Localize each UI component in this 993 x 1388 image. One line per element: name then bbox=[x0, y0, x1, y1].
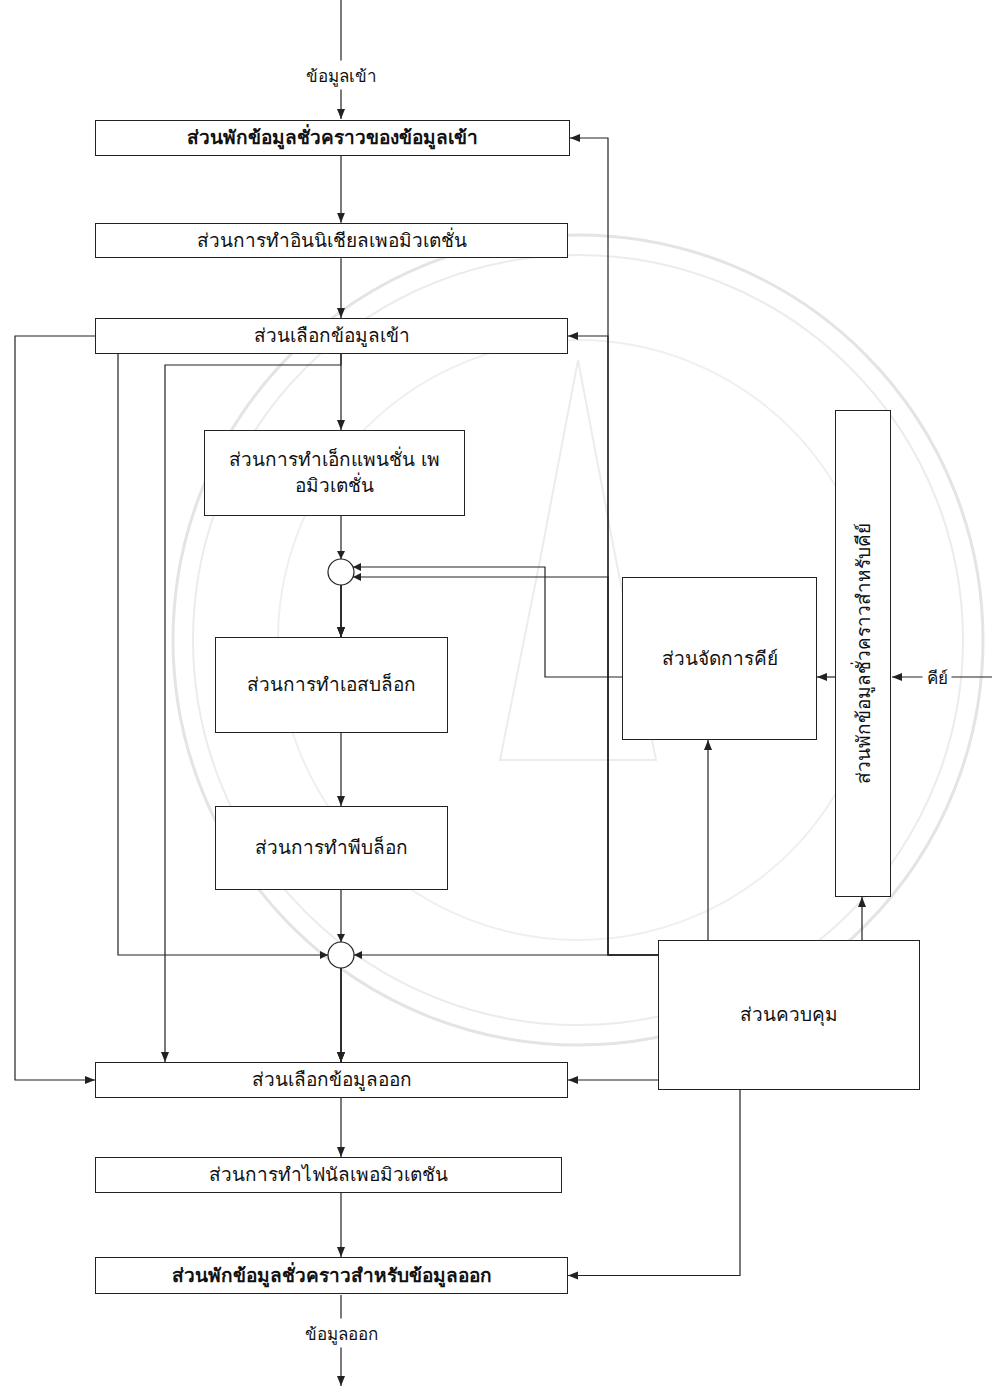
buffer-box: ส่วนพักข้อมูลชั่วคราวสำหรับคีย์ bbox=[835, 410, 891, 897]
process-box: ส่วนการทำเอ็กแพนชั่น เพอมิวเตชั่น bbox=[204, 430, 465, 516]
connector bbox=[817, 676, 835, 677]
process-box: ส่วนการทำเอสบล็อก bbox=[215, 637, 448, 733]
flow-label: ข้อมูลเข้า bbox=[302, 61, 381, 90]
arrow-head bbox=[337, 934, 345, 942]
connector bbox=[340, 156, 341, 223]
buffer-box: ส่วนพักข้อมูลชั่วคราวของข้อมูลเข้า bbox=[95, 120, 570, 156]
arrow-head bbox=[354, 951, 362, 959]
connector bbox=[341, 577, 658, 955]
selector-box: ส่วนเลือกข้อมูลเข้า bbox=[95, 318, 568, 354]
process-box: ส่วนการทำพีบล็อก bbox=[215, 806, 448, 890]
connector bbox=[568, 1090, 740, 1276]
connector bbox=[570, 138, 658, 955]
selector-box: ส่วนเลือกข้อมูลออก bbox=[95, 1062, 568, 1098]
box-text: ส่วนการทำไฟนัลเพอมิวเตชัน bbox=[209, 1162, 448, 1188]
connector bbox=[340, 258, 341, 318]
control-box: ส่วนควบคุม bbox=[658, 940, 920, 1090]
box-text: ส่วนการทำอินนิเชียลเพอมิวเตชั่น bbox=[197, 228, 467, 254]
arrow-head bbox=[320, 951, 328, 959]
box-text: ส่วนควบคุม bbox=[740, 1002, 838, 1028]
arrow-head bbox=[353, 563, 361, 571]
combine-circle bbox=[328, 559, 354, 585]
process-box: ส่วนการทำไฟนัลเพอมิวเตชัน bbox=[95, 1157, 562, 1193]
connector bbox=[707, 740, 708, 940]
connector bbox=[15, 336, 95, 1080]
arrow-head bbox=[353, 573, 361, 581]
box-text: ส่วนการทำเอ็กแพนชั่น เพอมิวเตชั่น bbox=[215, 447, 454, 498]
arrow-head bbox=[337, 551, 345, 559]
box-text: ส่วนพักข้อมูลชั่วคราวสำหรับข้อมูลออก bbox=[172, 1263, 492, 1289]
connector bbox=[341, 955, 658, 1062]
buffer-box: ส่วนพักข้อมูลชั่วคราวสำหรับข้อมูลออก bbox=[95, 1257, 568, 1294]
connector bbox=[340, 733, 341, 806]
process-box: ส่วนการทำอินนิเชียลเพอมิวเตชั่น bbox=[95, 223, 568, 259]
seal-ring bbox=[193, 255, 963, 1025]
box-text: ส่วนพักข้อมูลชั่วคราวของข้อมูลเข้า bbox=[187, 125, 478, 151]
process-box: ส่วนจัดการคีย์ bbox=[622, 577, 817, 740]
seal-ring bbox=[173, 235, 983, 1045]
combine-circle bbox=[328, 942, 354, 968]
connector bbox=[340, 1098, 341, 1157]
box-text: ส่วนการทำพีบล็อก bbox=[255, 835, 408, 861]
box-text: ส่วนการทำเอสบล็อก bbox=[247, 672, 416, 698]
box-text: ส่วนเลือกข้อมูลเข้า bbox=[254, 323, 410, 349]
connector bbox=[861, 897, 862, 940]
box-text: ส่วนเลือกข้อมูลออก bbox=[252, 1067, 412, 1093]
flow-label: คีย์ bbox=[923, 663, 952, 692]
connector bbox=[568, 1079, 658, 1080]
connector bbox=[340, 1193, 341, 1257]
input-arrow bbox=[340, 0, 341, 119]
box-text: ส่วนพักข้อมูลชั่วคราวสำหรับคีย์ bbox=[850, 523, 876, 784]
flow-label: ข้อมูลออก bbox=[301, 1319, 382, 1348]
box-text: ส่วนจัดการคีย์ bbox=[662, 646, 778, 672]
